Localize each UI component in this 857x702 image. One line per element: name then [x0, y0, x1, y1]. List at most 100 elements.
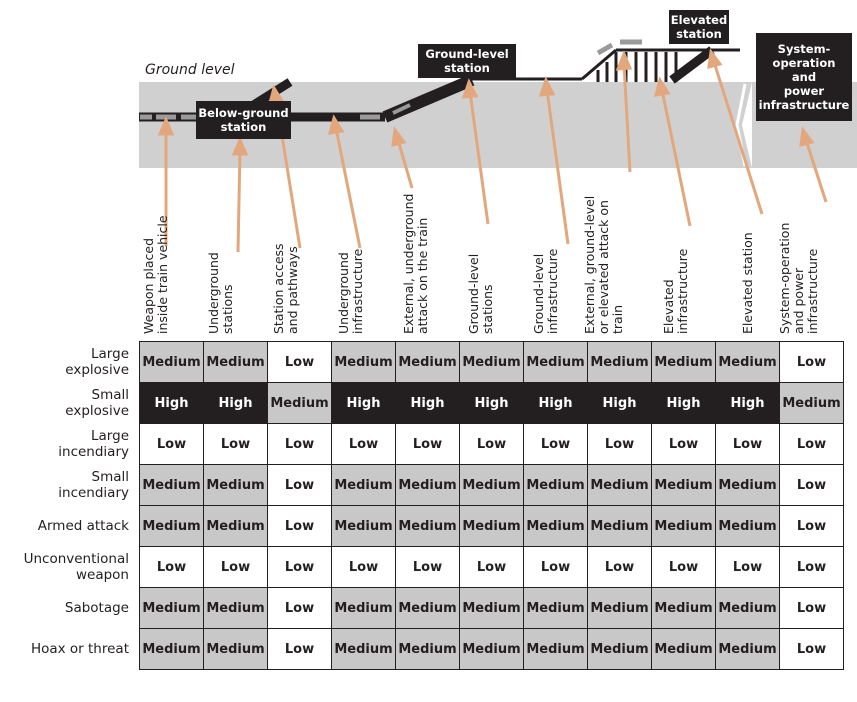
system-operation-label: System- operation and power infrastructu… — [756, 33, 852, 121]
row-label-text: Large explosive — [65, 345, 129, 378]
risk-cell: Medium — [203, 464, 268, 506]
risk-cell: Medium — [651, 341, 716, 383]
risk-cell: Low — [523, 423, 588, 465]
elevated-station-label: Elevated station — [669, 10, 729, 44]
risk-cell: Medium — [523, 587, 588, 629]
risk-cell: Medium — [203, 341, 268, 383]
row-label-text: Hoax or threat — [30, 640, 129, 657]
risk-cell: Medium — [203, 587, 268, 629]
risk-cell: High — [651, 382, 716, 424]
row-label: Large incendiary — [0, 423, 129, 464]
risk-cell: Medium — [715, 587, 780, 629]
column-header-text: Station access and pathways — [271, 243, 300, 334]
risk-cell: Medium — [331, 341, 396, 383]
row-label: Unconventional weapon — [0, 546, 129, 587]
break-mark — [732, 82, 752, 168]
below-ground-station-label: Below-ground station — [196, 101, 291, 139]
column-header: System-operation and power infrastructur… — [777, 172, 854, 334]
risk-cell: Medium — [523, 505, 588, 547]
column-header: External, ground-level or elevated attac… — [582, 172, 659, 334]
column-header: Underground infrastructure — [335, 172, 399, 334]
risk-cell: Low — [715, 546, 780, 588]
system-operation-text: System- operation and power infrastructu… — [758, 42, 850, 112]
risk-cell: Low — [651, 546, 716, 588]
risk-cell: Low — [651, 423, 716, 465]
risk-cell: High — [459, 382, 524, 424]
risk-cell: Medium — [523, 628, 588, 670]
ground-level-station-text: Ground-level station — [425, 47, 509, 75]
elevated-incline — [581, 48, 617, 81]
risk-cell: Medium — [203, 628, 268, 670]
risk-cell: High — [139, 382, 204, 424]
risk-cell: Medium — [587, 505, 652, 547]
column-header-text: Ground-level stations — [466, 253, 495, 334]
risk-cell: Low — [331, 423, 396, 465]
column-header: External, underground attack on the trai… — [400, 172, 464, 334]
risk-cell: Medium — [715, 628, 780, 670]
risk-cell: Low — [779, 628, 844, 670]
risk-cell: Medium — [651, 505, 716, 547]
train-dash-incline — [392, 103, 411, 115]
row-label: Small explosive — [0, 382, 129, 423]
risk-cell: Medium — [459, 587, 524, 629]
risk-cell: Medium — [587, 464, 652, 506]
column-header: Weapon placed inside train vehicle — [140, 172, 204, 334]
elevated-station-text: Elevated station — [670, 13, 728, 41]
column-header: Station access and pathways — [270, 172, 334, 334]
risk-cell: Low — [267, 587, 332, 629]
risk-cell: High — [203, 382, 268, 424]
column-header-text: System-operation and power infrastructur… — [777, 222, 820, 334]
column-header: Elevated infrastructure — [660, 172, 724, 334]
risk-cell: Medium — [331, 587, 396, 629]
risk-cell: Low — [395, 423, 460, 465]
risk-cell: Low — [779, 341, 844, 383]
row-label-text: Sabotage — [64, 599, 129, 616]
transit-diagram: Ground level Below-ground station Ground… — [0, 0, 857, 320]
risk-cell: Low — [587, 546, 652, 588]
risk-cell: Medium — [587, 628, 652, 670]
risk-cell: Low — [523, 546, 588, 588]
risk-cell: Low — [267, 505, 332, 547]
risk-cell: Low — [267, 341, 332, 383]
risk-cell: Medium — [523, 464, 588, 506]
risk-cell: Low — [459, 546, 524, 588]
risk-cell: Low — [203, 423, 268, 465]
risk-cell: Medium — [651, 628, 716, 670]
risk-cell: Low — [139, 423, 204, 465]
column-header-text: Underground infrastructure — [336, 248, 365, 334]
row-label: Hoax or threat — [0, 628, 129, 669]
risk-cell: Medium — [395, 464, 460, 506]
row-label: Large explosive — [0, 341, 129, 382]
risk-cell: Medium — [395, 505, 460, 547]
risk-cell: Medium — [139, 628, 204, 670]
column-header: Underground stations — [205, 172, 269, 334]
risk-cell: Low — [395, 546, 460, 588]
below-ground-station-text: Below-ground station — [198, 106, 289, 134]
risk-cell: High — [395, 382, 460, 424]
risk-cell: Medium — [651, 464, 716, 506]
risk-cell: Low — [779, 587, 844, 629]
risk-cell: Medium — [139, 587, 204, 629]
risk-cell: Medium — [715, 464, 780, 506]
risk-cell: Medium — [139, 505, 204, 547]
column-header-text: Ground-level infrastructure — [531, 248, 560, 334]
risk-cell: Medium — [779, 382, 844, 424]
column-header-text: Weapon placed inside train vehicle — [141, 215, 170, 334]
row-label-text: Large incendiary — [58, 427, 129, 460]
pointer-arrows — [157, 48, 828, 253]
risk-cell: Medium — [203, 505, 268, 547]
risk-cell: Medium — [459, 341, 524, 383]
risk-cell: Medium — [331, 464, 396, 506]
risk-cell: Low — [587, 423, 652, 465]
risk-cell: Medium — [395, 341, 460, 383]
risk-cell: Medium — [139, 341, 204, 383]
column-header-text: Underground stations — [206, 252, 235, 334]
elevated-station-ramp — [669, 46, 715, 84]
row-label-text: Armed attack — [37, 517, 129, 534]
